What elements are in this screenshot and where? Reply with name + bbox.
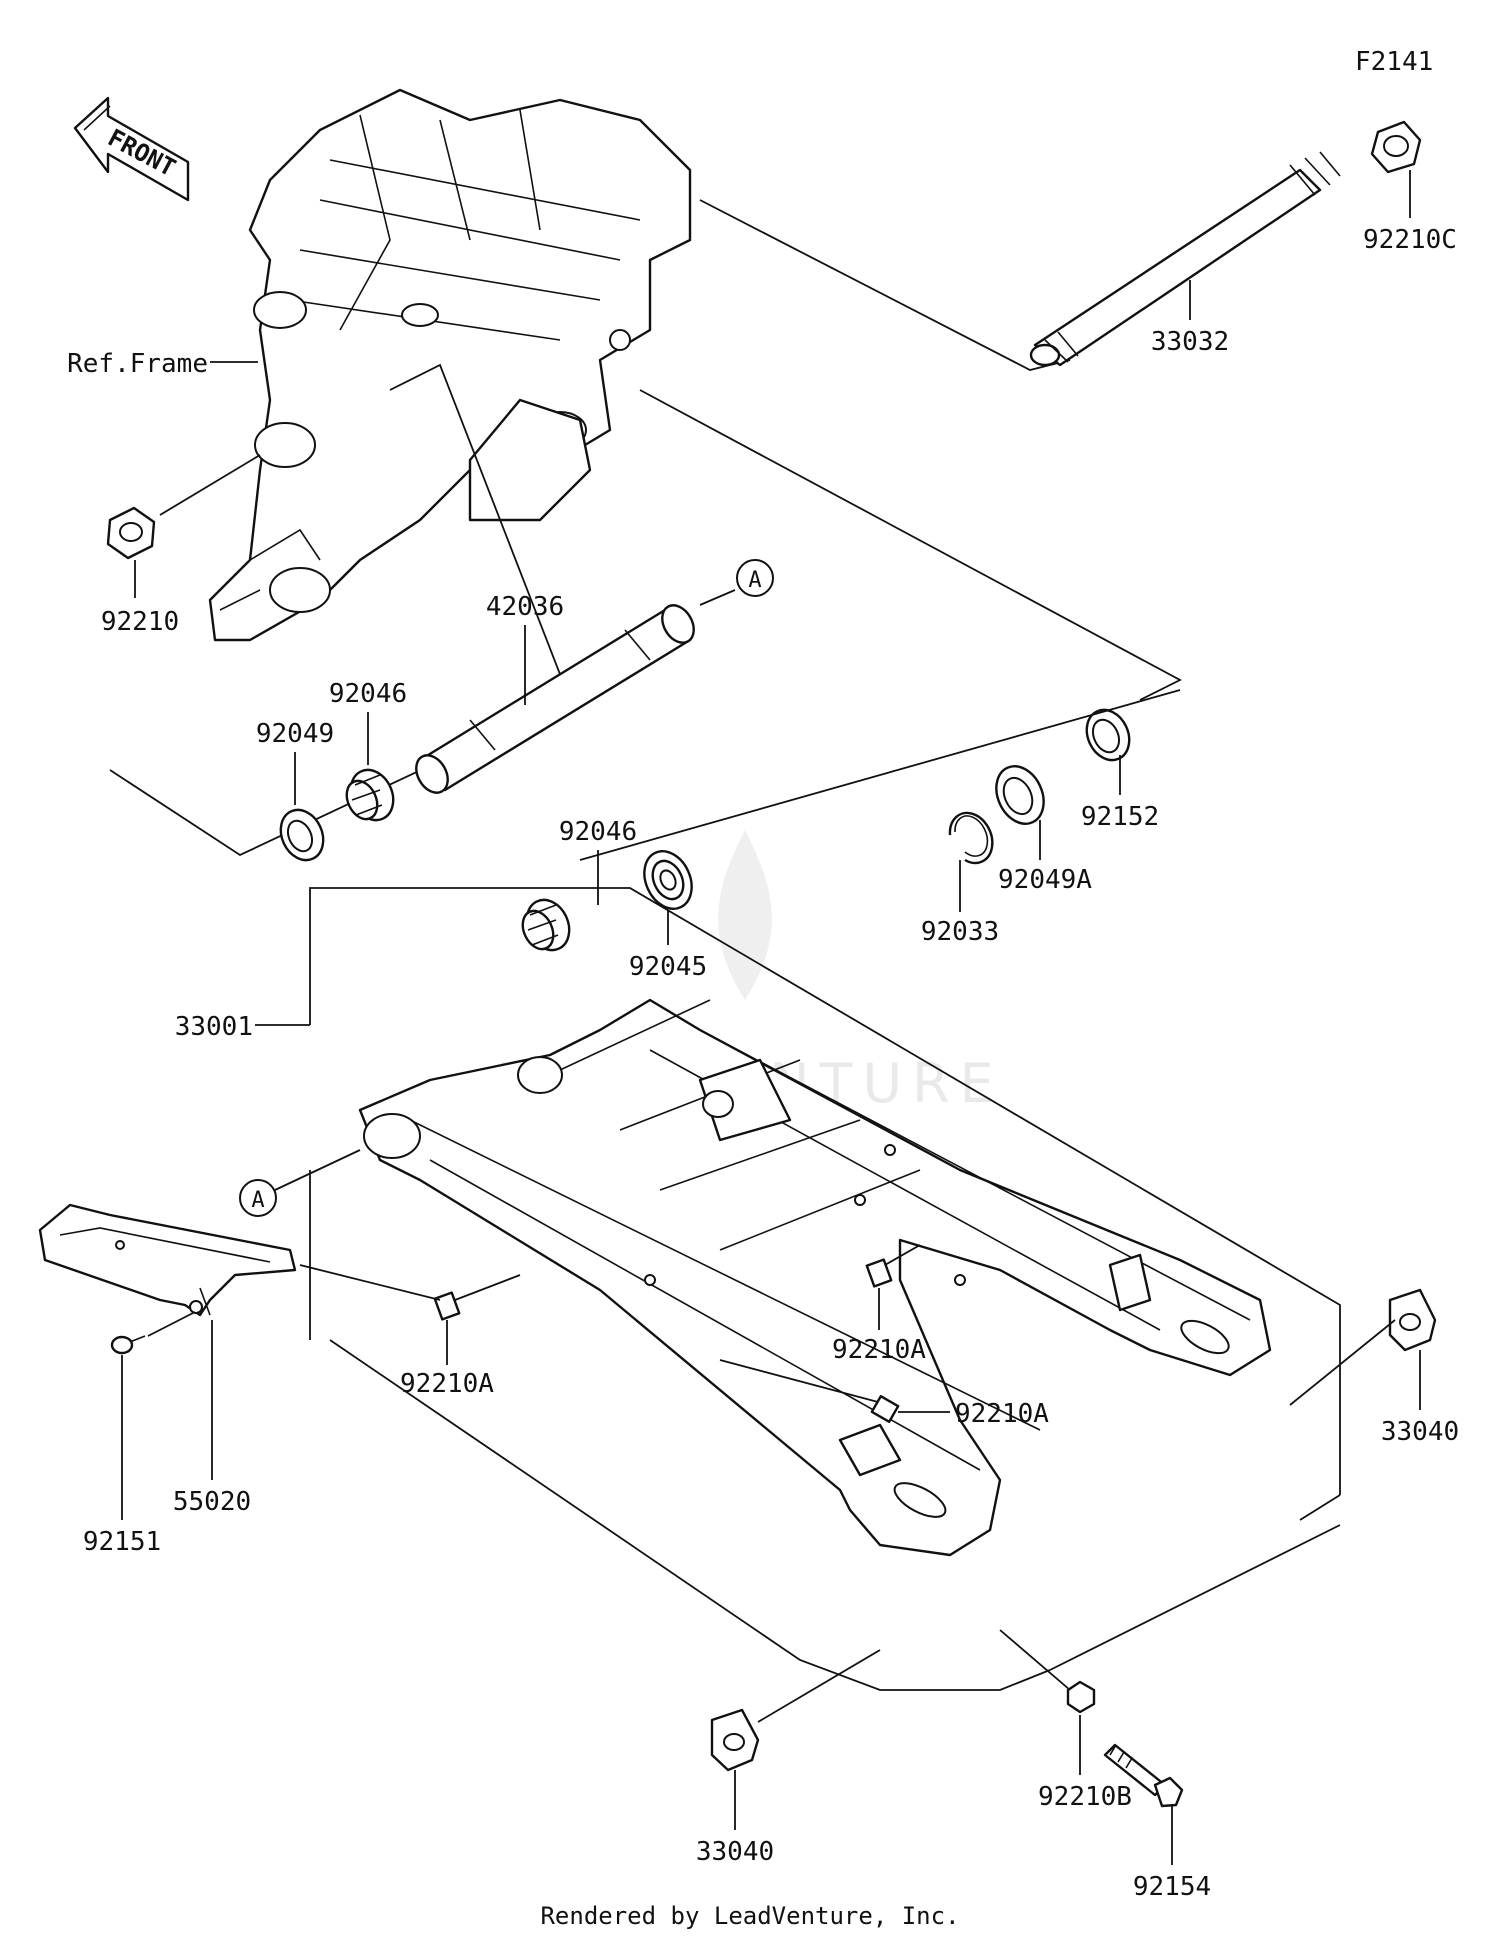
- figure-id: F2141: [1355, 47, 1433, 77]
- label-33040-bottom: 33040: [696, 1837, 774, 1867]
- seal-92049A: [995, 765, 1045, 825]
- label-92210: 92210: [101, 607, 179, 637]
- label-92033: 92033: [921, 917, 999, 947]
- seal-92049: [279, 808, 325, 862]
- bolt-92154: [1103, 1743, 1184, 1808]
- callout-A-top-letter: A: [748, 568, 761, 593]
- label-92046-mid: 92046: [559, 817, 637, 847]
- footer-credit: Rendered by LeadVenture, Inc.: [540, 1902, 959, 1930]
- label-92154: 92154: [1133, 1872, 1211, 1902]
- leader-33040-right-up: [1289, 1319, 1396, 1406]
- label-92210A-mid: 92210A: [832, 1335, 926, 1365]
- leader-92151-up: [147, 1311, 196, 1337]
- leader-callout-A-bottom: [274, 1149, 361, 1191]
- collar-42036: [415, 604, 695, 794]
- callout-A-bottom: [239, 1179, 277, 1217]
- axle-33032: [1029, 151, 1341, 367]
- label-33032: 33032: [1151, 327, 1229, 357]
- leader-92210A-left-up: [454, 1274, 521, 1301]
- frame-assembly: [208, 88, 692, 642]
- swingarm-33001: [358, 998, 1272, 1557]
- bolt-92210A-left-icon: [433, 1291, 461, 1321]
- label-92049A: 92049A: [998, 865, 1092, 895]
- bearing-92045: [643, 850, 693, 910]
- circlip-92033: [948, 811, 994, 865]
- leader-92210A-mid-up: [884, 1244, 921, 1266]
- bolt-92210A-low-icon: [870, 1395, 900, 1423]
- label-55020: 55020: [173, 1487, 251, 1517]
- label-33001: 33001: [175, 1012, 253, 1042]
- leader-bearing-row: [579, 689, 1181, 861]
- label-42036: 42036: [486, 592, 564, 622]
- nut-92210B-icon: [1066, 1680, 1096, 1714]
- leader-55020-bolt: [299, 1264, 441, 1301]
- bearing-92046-top: [345, 768, 395, 822]
- bolt-92210A-mid-icon: [865, 1258, 893, 1288]
- chain-guard-55020: [38, 1203, 297, 1317]
- leader-right-lower: [1049, 1524, 1341, 1671]
- adjuster-33040-bottom: [710, 1708, 760, 1772]
- collar-92152: [1085, 708, 1131, 762]
- label-92151: 92151: [83, 1527, 161, 1557]
- label-92210A-low: 92210A: [955, 1399, 1049, 1429]
- leader-33040-bottom-up: [757, 1649, 881, 1723]
- callout-A-bottom-letter: A: [251, 1188, 264, 1213]
- screw-92151-icon: [110, 1335, 146, 1355]
- leader-callout-A-top: [699, 589, 736, 606]
- label-33040-right: 33040: [1381, 1417, 1459, 1447]
- bearing-92046-mid: [521, 898, 571, 952]
- label-92049: 92049: [256, 719, 334, 749]
- nut-92210-icon: [106, 506, 156, 560]
- nut-92210C-icon: [1370, 120, 1422, 174]
- label-92210B: 92210B: [1038, 1782, 1132, 1812]
- leader-33001-bracket: [309, 887, 1341, 1495]
- leader-right-bracket: [1299, 1494, 1341, 1521]
- leader-pivot-right: [639, 389, 1182, 701]
- callout-A-top: [736, 559, 774, 597]
- label-92046-top: 92046: [329, 679, 407, 709]
- leader-axle-33032: [699, 199, 1071, 371]
- label-92210C: 92210C: [1363, 225, 1457, 255]
- frame-label: Ref.Frame: [67, 349, 208, 379]
- leader-bottom-bracket: [329, 1339, 1051, 1691]
- adjuster-33040-right: [1388, 1288, 1437, 1352]
- leader-92210B-up: [999, 1629, 1071, 1691]
- label-92210A-left: 92210A: [400, 1369, 494, 1399]
- leader-92210-frame: [159, 454, 261, 516]
- label-92152: 92152: [1081, 802, 1159, 832]
- leader-92210A-low-up: [719, 1359, 879, 1403]
- front-arrow-icon: FRONT: [73, 96, 190, 202]
- label-92045: 92045: [629, 952, 707, 982]
